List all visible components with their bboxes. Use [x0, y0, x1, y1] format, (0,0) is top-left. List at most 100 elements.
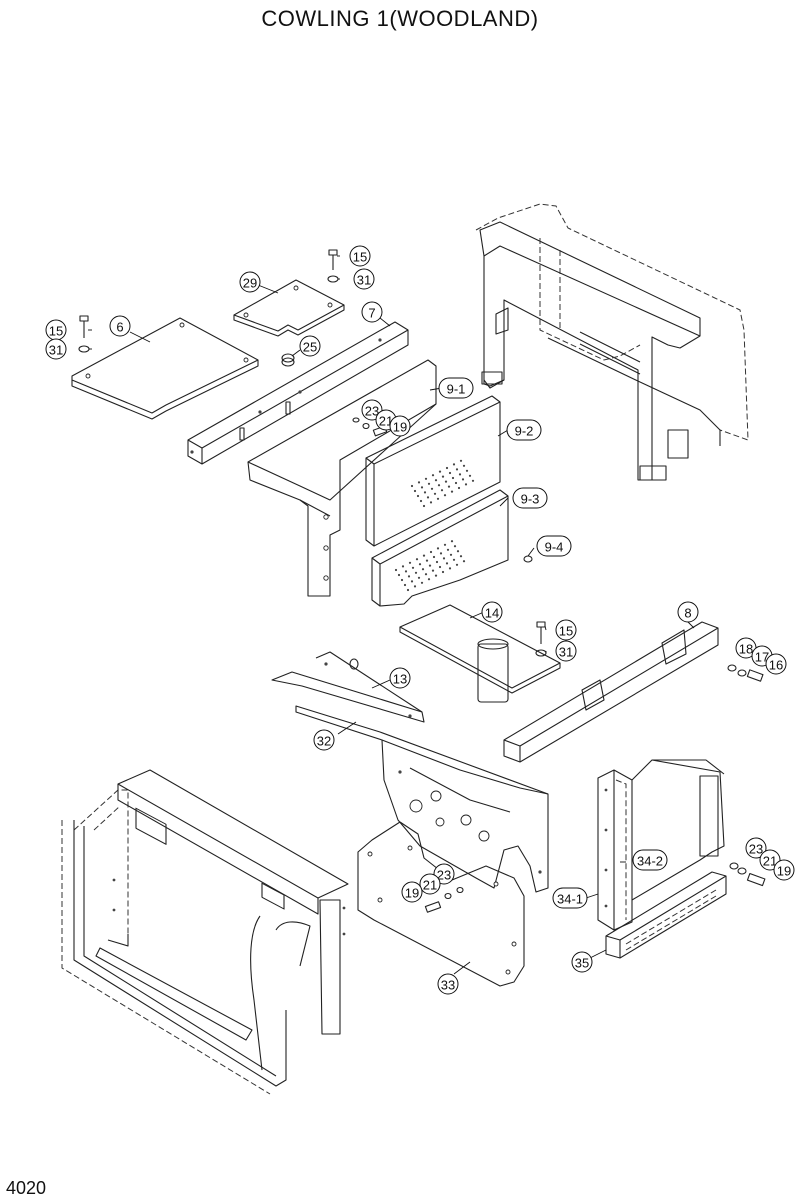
perforation-hole	[447, 485, 451, 488]
perforation-hole	[446, 548, 450, 551]
perforation-hole	[415, 558, 419, 561]
perforation-hole	[454, 481, 458, 485]
perforation-hole	[423, 491, 427, 494]
perforation-hole	[448, 567, 452, 570]
perforation-hole	[455, 468, 459, 471]
callout-19: 19	[389, 415, 411, 437]
callout-label: 32	[317, 734, 331, 749]
callout-label: 19	[393, 420, 407, 435]
perforation-hole	[406, 588, 410, 592]
perforation-hole	[427, 578, 431, 581]
perforation-hole	[416, 494, 420, 498]
callout-label: 14	[485, 606, 499, 621]
callout-label: 29	[243, 276, 257, 291]
callout-label: 31	[49, 343, 63, 358]
callout-label: 33	[441, 978, 455, 993]
callout-15: 15	[45, 319, 67, 341]
perforation-hole	[426, 496, 430, 499]
perforation-hole	[462, 464, 466, 467]
callout-6: 6	[109, 315, 131, 337]
perforation-hole	[431, 569, 435, 572]
screw-9-4	[523, 555, 533, 563]
callout-label: 15	[559, 624, 573, 639]
perforation-hole	[407, 575, 411, 578]
perforation-hole	[408, 561, 412, 564]
perforation-hole	[427, 482, 431, 485]
perforation-hole	[450, 540, 454, 543]
callout-9-2: 9-2	[506, 419, 542, 441]
perforation-hole	[471, 479, 475, 482]
perforation-hole	[462, 560, 466, 563]
bolt-15-left	[78, 315, 90, 353]
part-8-beam	[503, 621, 719, 763]
callout-32: 32	[313, 729, 335, 751]
perforation-hole	[419, 499, 423, 503]
page-number: 4020	[6, 1178, 46, 1198]
perforation-hole	[457, 486, 461, 490]
callout-label: 9-2	[515, 424, 534, 439]
perforation-hole	[411, 566, 415, 569]
callout-label: 19	[405, 886, 419, 901]
perforation-hole	[422, 554, 426, 557]
perforation-hole	[451, 476, 455, 480]
callout-15: 15	[349, 245, 371, 267]
perforation-hole	[437, 484, 441, 487]
part-32-plate	[295, 705, 549, 893]
perforation-hole	[458, 473, 462, 476]
perforation-hole	[400, 578, 404, 582]
perforation-hole	[449, 553, 453, 556]
callout-25: 25	[299, 335, 321, 357]
bolt-set-right	[727, 664, 764, 682]
perforation-hole	[459, 555, 463, 558]
perforation-hole	[434, 479, 438, 482]
callout-label: 31	[357, 273, 371, 288]
callout-34-2: 34-2	[632, 849, 668, 871]
callout-label: 19	[777, 864, 791, 879]
callout-9-3: 9-3	[512, 487, 548, 509]
perforation-hole	[401, 565, 405, 568]
perforation-hole	[414, 571, 418, 574]
callout-label: 17	[755, 650, 769, 665]
callout-label: 13	[393, 672, 407, 687]
perforation-hole	[424, 573, 428, 576]
bolt-set-door	[729, 862, 766, 887]
perforation-hole	[424, 477, 428, 480]
callout-label: 6	[116, 320, 123, 335]
perforation-hole	[433, 492, 437, 495]
callout-label: 23	[437, 868, 451, 883]
bolt-15-top	[327, 249, 339, 283]
callout-8: 8	[677, 601, 699, 623]
perforation-hole	[443, 494, 447, 497]
perforation-hole	[444, 480, 448, 483]
callout-13: 13	[389, 667, 411, 689]
callout-label: 23	[749, 842, 763, 857]
perforation-hole	[430, 487, 434, 490]
perforation-hole	[429, 501, 433, 504]
frame-rear-upper	[475, 203, 749, 481]
callout-23: 23	[745, 837, 767, 859]
perforation-hole	[438, 470, 442, 473]
perforation-hole	[448, 471, 452, 475]
perforation-hole	[453, 545, 457, 548]
part-9-3-panel	[371, 489, 509, 607]
callout-label: 7	[368, 306, 375, 321]
perforation-hole	[435, 560, 439, 564]
callout-label: 23	[365, 404, 379, 419]
perforation-hole	[394, 568, 398, 572]
callout-9-1: 9-1	[438, 377, 474, 399]
callout-33: 33	[437, 973, 459, 995]
perforation-hole	[421, 568, 425, 571]
callout-15: 15	[555, 619, 577, 641]
callout-19: 19	[401, 881, 423, 903]
callout-label: 16	[769, 658, 783, 673]
callout-label: 9-4	[545, 540, 564, 555]
perforation-hole	[452, 463, 456, 466]
callout-label: 18	[739, 642, 753, 657]
perforation-hole	[464, 483, 468, 486]
callout-label: 8	[684, 606, 691, 621]
callout-label: 34-2	[637, 854, 663, 869]
callout-31: 31	[555, 640, 577, 662]
callout-leaders	[88, 255, 695, 975]
perforation-hole	[445, 466, 449, 470]
